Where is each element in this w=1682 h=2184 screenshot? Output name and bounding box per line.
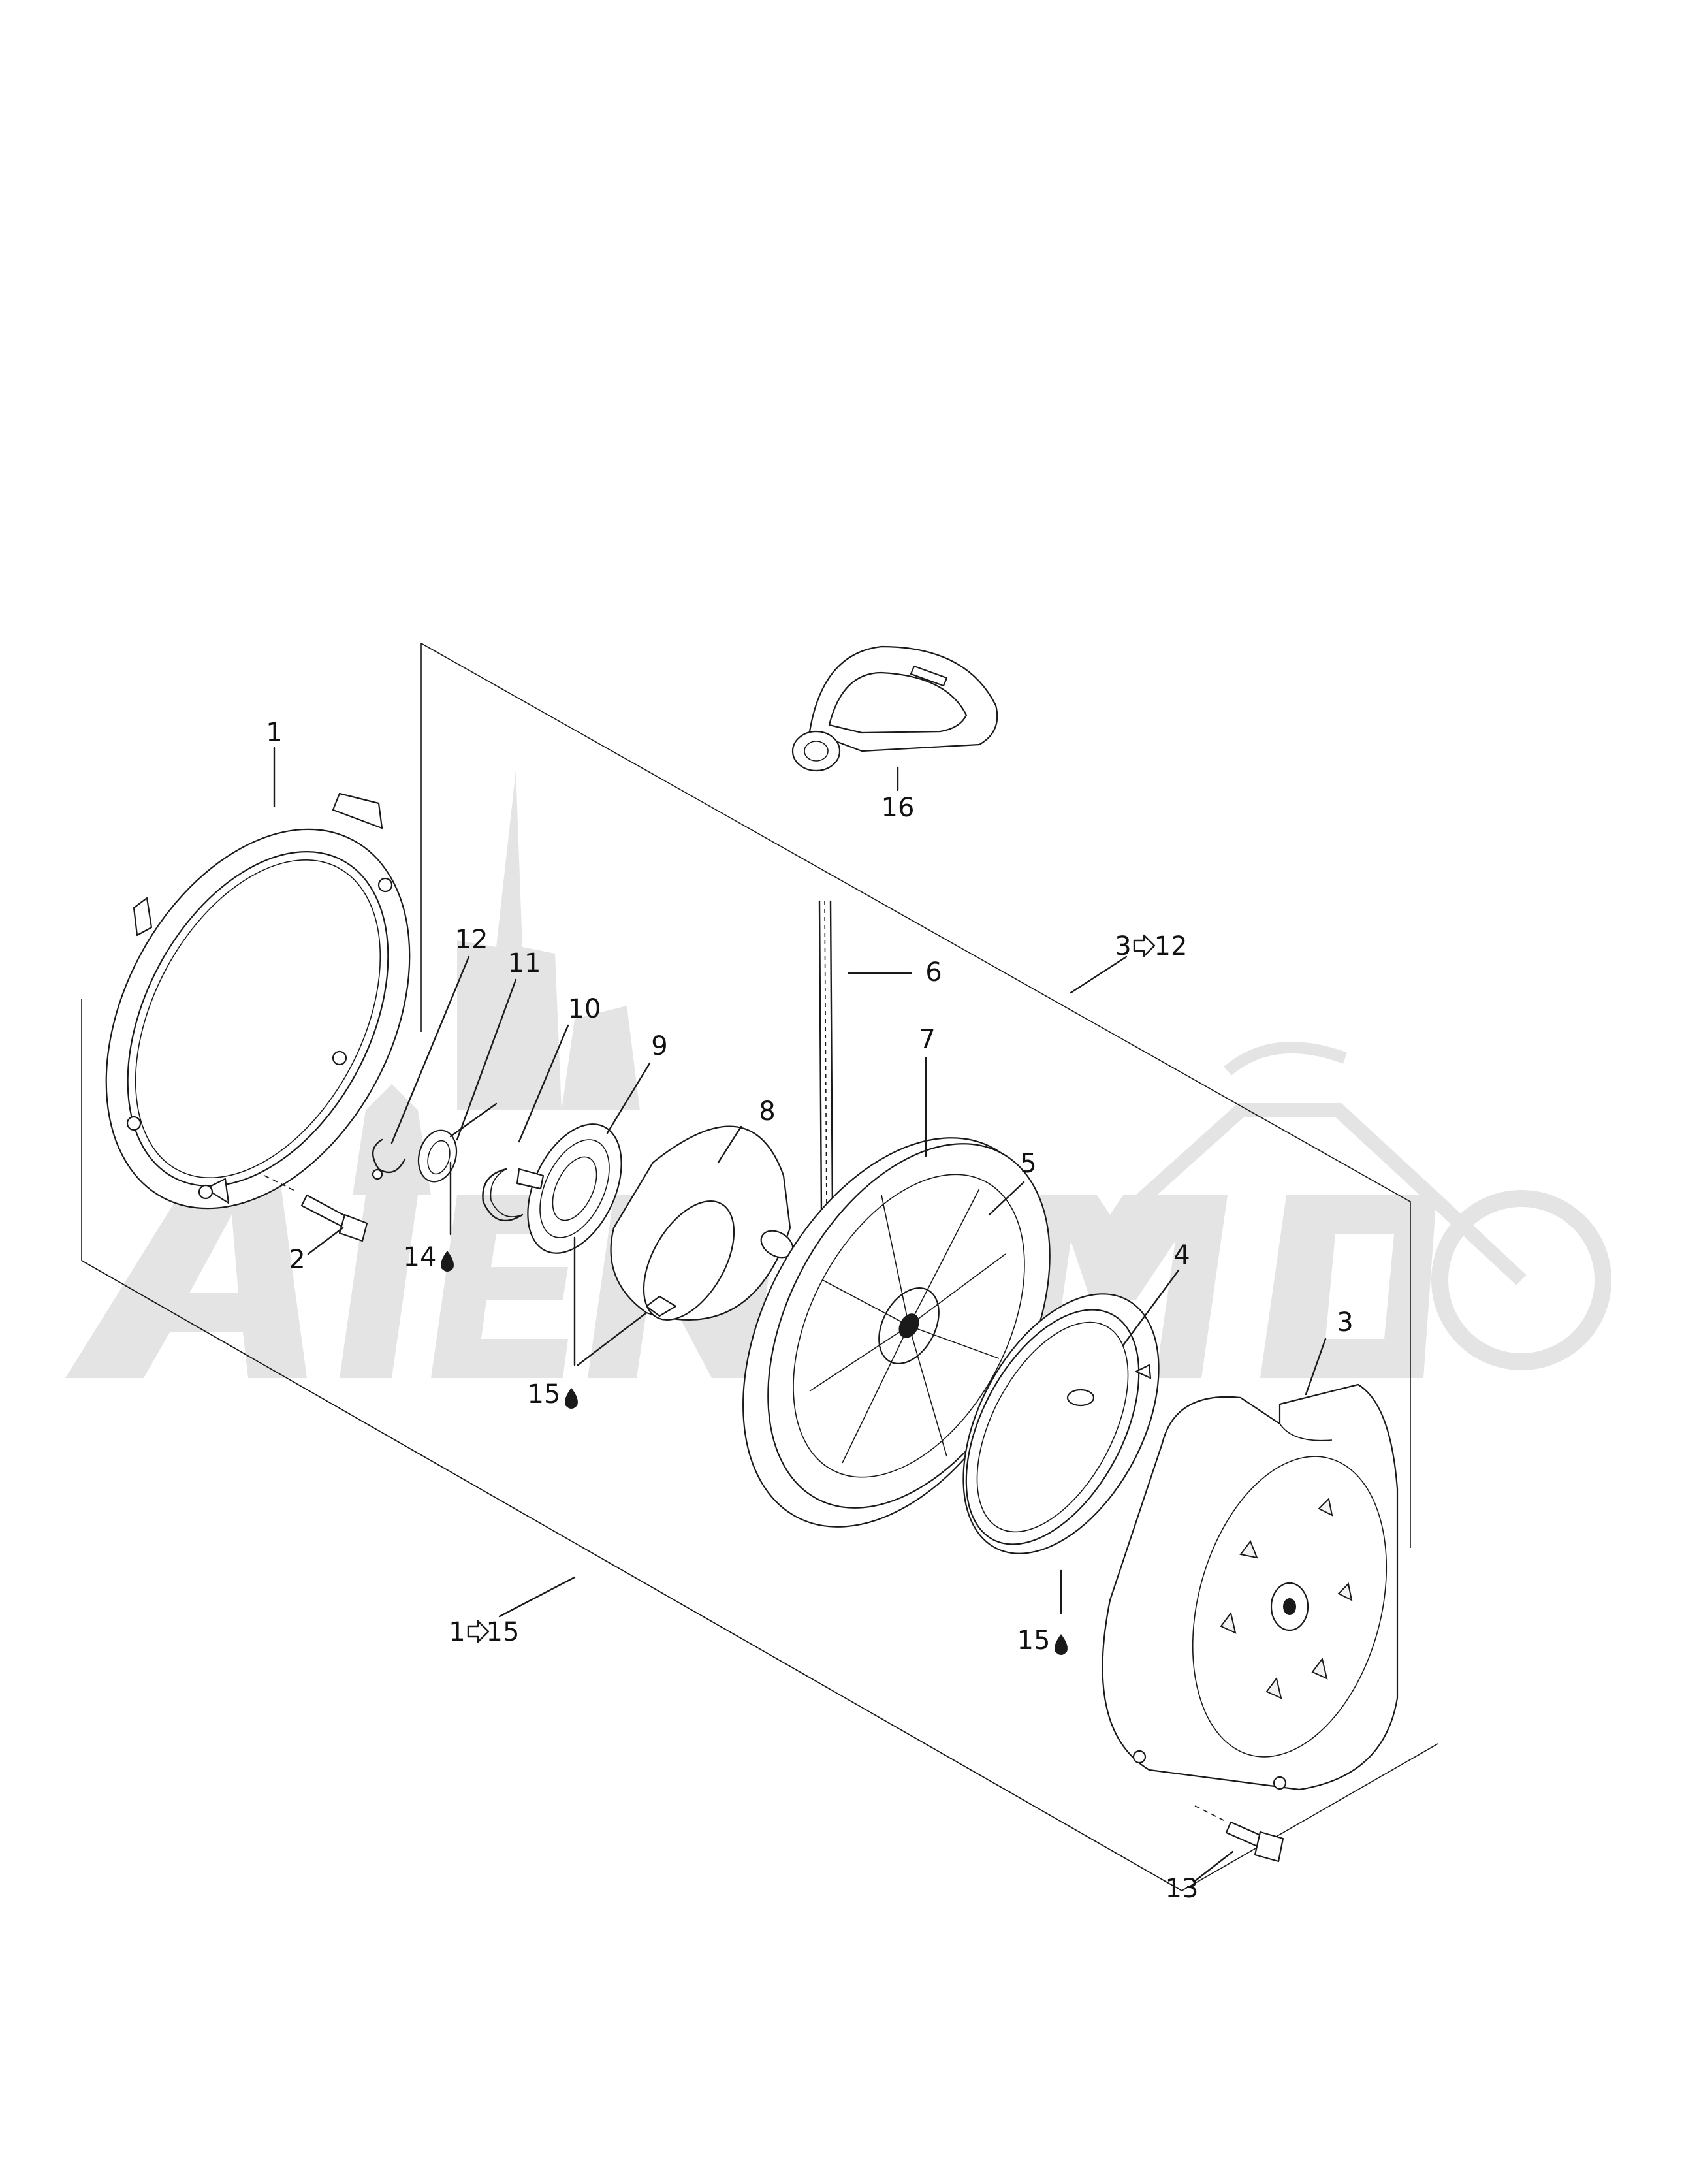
callout-7: 7 — [919, 1025, 935, 1055]
part-10-circlip — [482, 1168, 524, 1221]
group-range-to-15: 15 — [486, 1617, 520, 1647]
callout-1: 1 — [266, 718, 282, 748]
pulley-spokes — [809, 1188, 1006, 1464]
oil-drop-icon — [1055, 1634, 1068, 1655]
group-range-to-12: 12 — [1154, 931, 1188, 961]
assembly-outline-1-15 — [81, 643, 1438, 1891]
group-range-from-3: 3 — [1115, 931, 1131, 961]
part-2-screw — [264, 1175, 368, 1242]
oil-drop-icon — [565, 1388, 578, 1409]
arrow-right-outline-icon — [1133, 934, 1156, 957]
callout-9: 9 — [651, 1031, 667, 1061]
callout-14: 14 — [404, 1242, 437, 1272]
callout-11: 11 — [508, 948, 541, 978]
part-16-handle — [791, 645, 998, 772]
part-13-bolt — [1194, 1805, 1284, 1863]
oil-drop-icon — [441, 1251, 454, 1272]
part-4-recoil-spring — [962, 1293, 1160, 1554]
part-1-housing-ring — [105, 792, 411, 1210]
part-6-rope — [818, 900, 834, 1216]
callout-6: 6 — [925, 957, 942, 988]
callout-13: 13 — [1166, 1874, 1199, 1904]
callout-15-lower: 15 — [1017, 1626, 1051, 1656]
callout-5: 5 — [1020, 1149, 1036, 1179]
callout-15-upper: 15 — [528, 1379, 561, 1409]
arrow-right-outline-icon — [467, 1620, 490, 1643]
part-8-drive-plate — [610, 1125, 794, 1321]
part-12-clip — [372, 1138, 406, 1180]
part-11-spring — [417, 1102, 498, 1183]
group-range-from-1: 1 — [449, 1617, 465, 1647]
leader-lines — [273, 747, 1327, 1882]
callout-8: 8 — [759, 1097, 775, 1127]
callout-4: 4 — [1173, 1240, 1190, 1270]
part-9-ratchet — [516, 1123, 622, 1254]
callout-2: 2 — [289, 1245, 305, 1275]
callout-12: 12 — [455, 925, 488, 955]
cover-vents — [1220, 1497, 1353, 1699]
callout-3: 3 — [1337, 1308, 1353, 1338]
callout-labels: 1 2 3 4 5 6 7 8 9 10 11 12 13 14 15 15 1… — [266, 718, 1353, 1904]
part-3-starter-cover — [1102, 1383, 1399, 1791]
callout-16: 16 — [881, 793, 915, 823]
callout-10: 10 — [568, 994, 601, 1024]
